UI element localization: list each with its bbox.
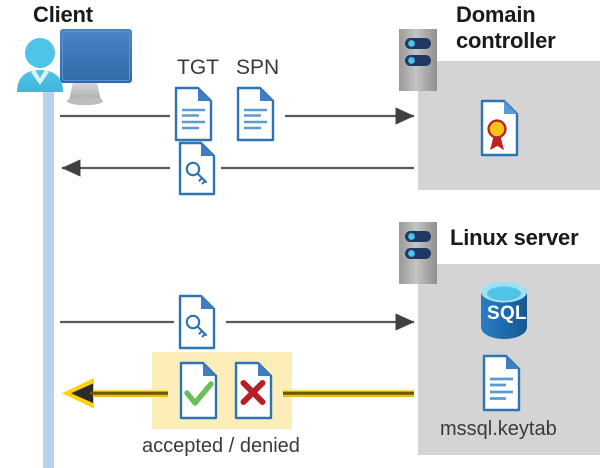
page-title-domain-controller-line2: controller (456, 28, 556, 53)
server-rack-icon-domain-controller (399, 29, 437, 91)
sql-database-icon (481, 281, 527, 339)
key-document-icon-ticket-linux (178, 294, 216, 350)
document-icon-tgt (174, 86, 213, 142)
page-title-domain-controller-line1: Domain (456, 2, 536, 27)
server-rack-icon-linux-server (399, 222, 437, 284)
client-workstation-icon (17, 29, 132, 106)
label-sql: SQL (487, 303, 527, 324)
key-document-icon-ticket-dc (178, 141, 216, 196)
label-accepted-denied: accepted / denied (142, 435, 300, 457)
page-title-client: Client (33, 2, 93, 27)
document-icon-keytab (482, 354, 521, 412)
certificate-document-icon (480, 99, 519, 157)
document-icon-spn (236, 86, 275, 142)
label-tgt: TGT (177, 56, 219, 79)
page-title-linux-server: Linux server (450, 225, 579, 250)
label-mssql-keytab: mssql.keytab (440, 418, 557, 440)
label-spn: SPN (236, 56, 280, 79)
flow-arrow-result (62, 378, 414, 409)
x-document-icon-denied (234, 361, 273, 420)
check-document-icon-accepted (179, 361, 218, 420)
client-lifeline (43, 74, 54, 468)
